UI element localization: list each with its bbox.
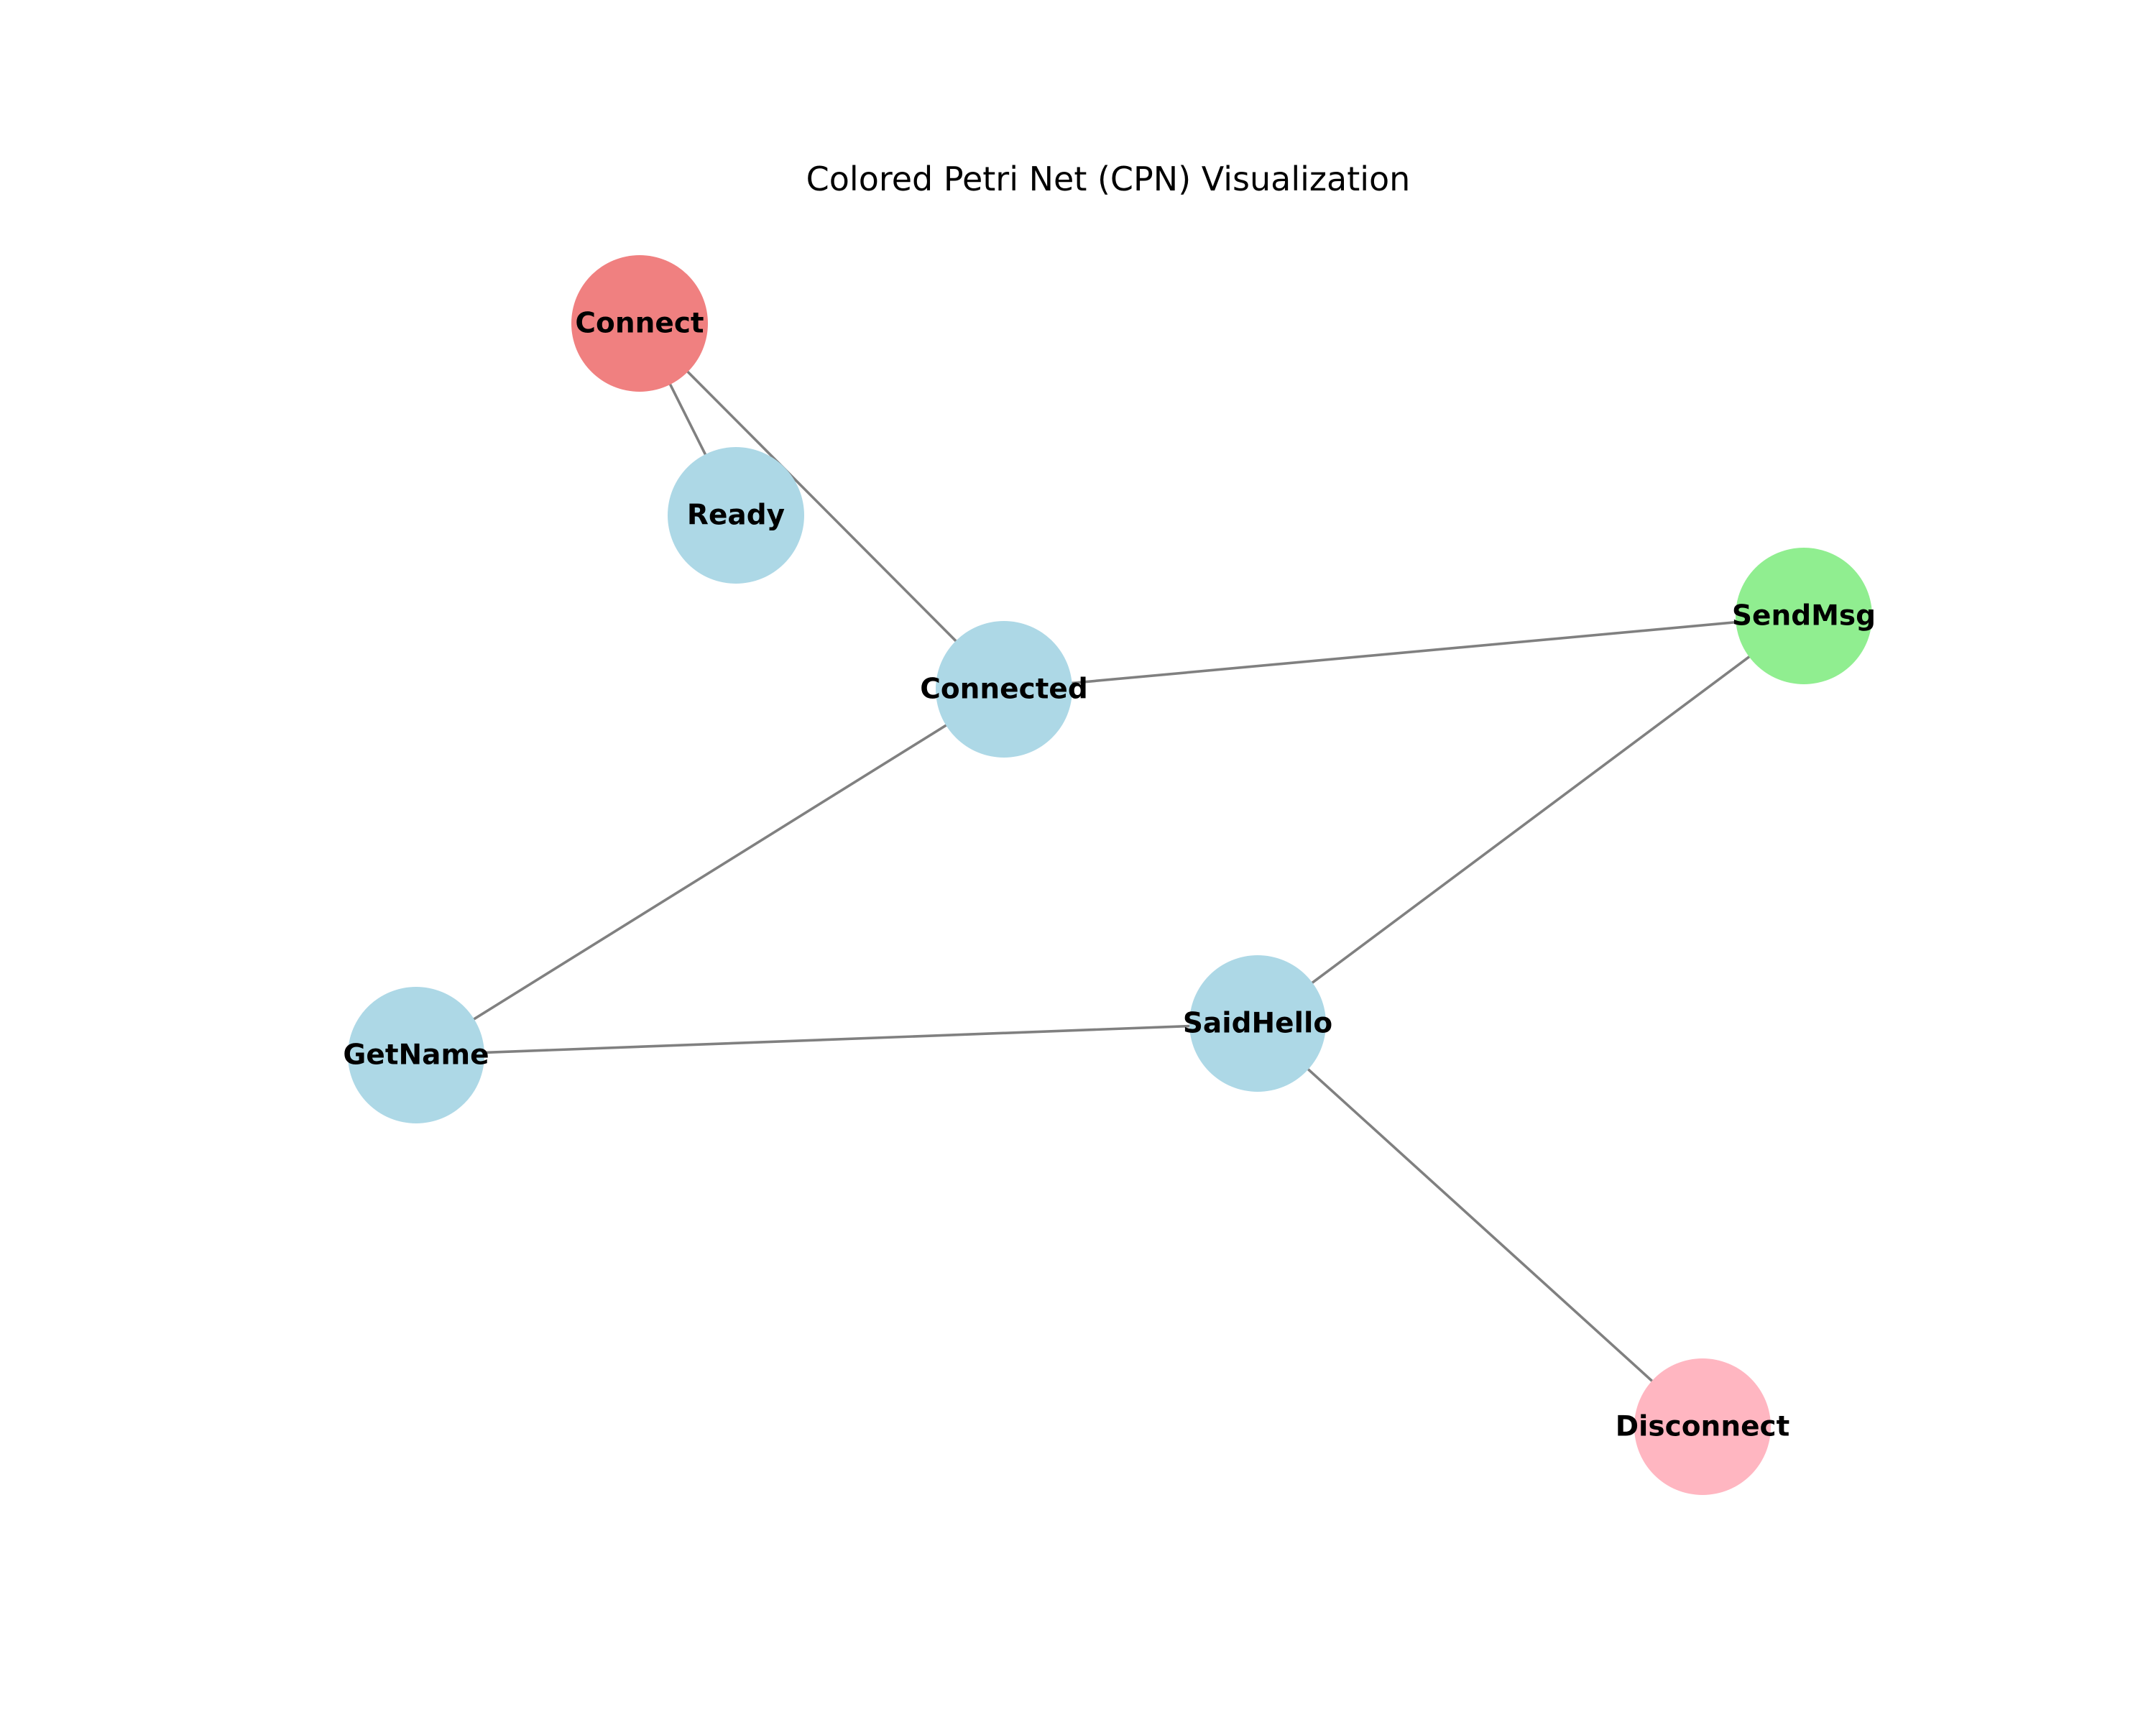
node-label-disconnect: Disconnect [1616,1411,1790,1443]
node-circle-disconnect [1634,1358,1771,1495]
node-label-get-name: GetName [343,1039,489,1072]
diagram-title: Colored Petri Net (CPN) Visualization [806,160,1411,198]
node-send-msg: SendMsg [1732,548,1876,684]
edge-connected-send-msg [1003,615,1805,691]
edge-connect-connected [638,322,1005,691]
node-get-name: GetName [343,987,489,1123]
node-label-ready: Ready [687,500,785,532]
node-circle-connected [936,621,1072,758]
node-label-connect: Connect [575,308,704,340]
node-label-connected: Connected [920,673,1088,706]
node-circle-ready [668,447,804,584]
node-said-hello: SaidHello [1183,955,1332,1092]
node-connected: Connected [920,621,1088,758]
edge-said-hello-send-msg [1256,615,1805,1025]
node-circle-connect [571,255,708,392]
node-circle-send-msg [1736,548,1872,684]
edge-get-name-said-hello [415,1022,1258,1057]
node-ready: Ready [668,447,804,584]
node-label-send-msg: SendMsg [1732,600,1876,632]
edges-layer [415,322,1805,1428]
node-circle-get-name [348,987,484,1123]
node-disconnect: Disconnect [1616,1358,1790,1495]
edge-said-hello-disconnect [1256,1022,1704,1428]
edge-connected-get-name [415,688,1005,1057]
node-connect: Connect [571,255,708,392]
node-circle-said-hello [1189,955,1326,1092]
node-label-said-hello: SaidHello [1183,1008,1332,1040]
